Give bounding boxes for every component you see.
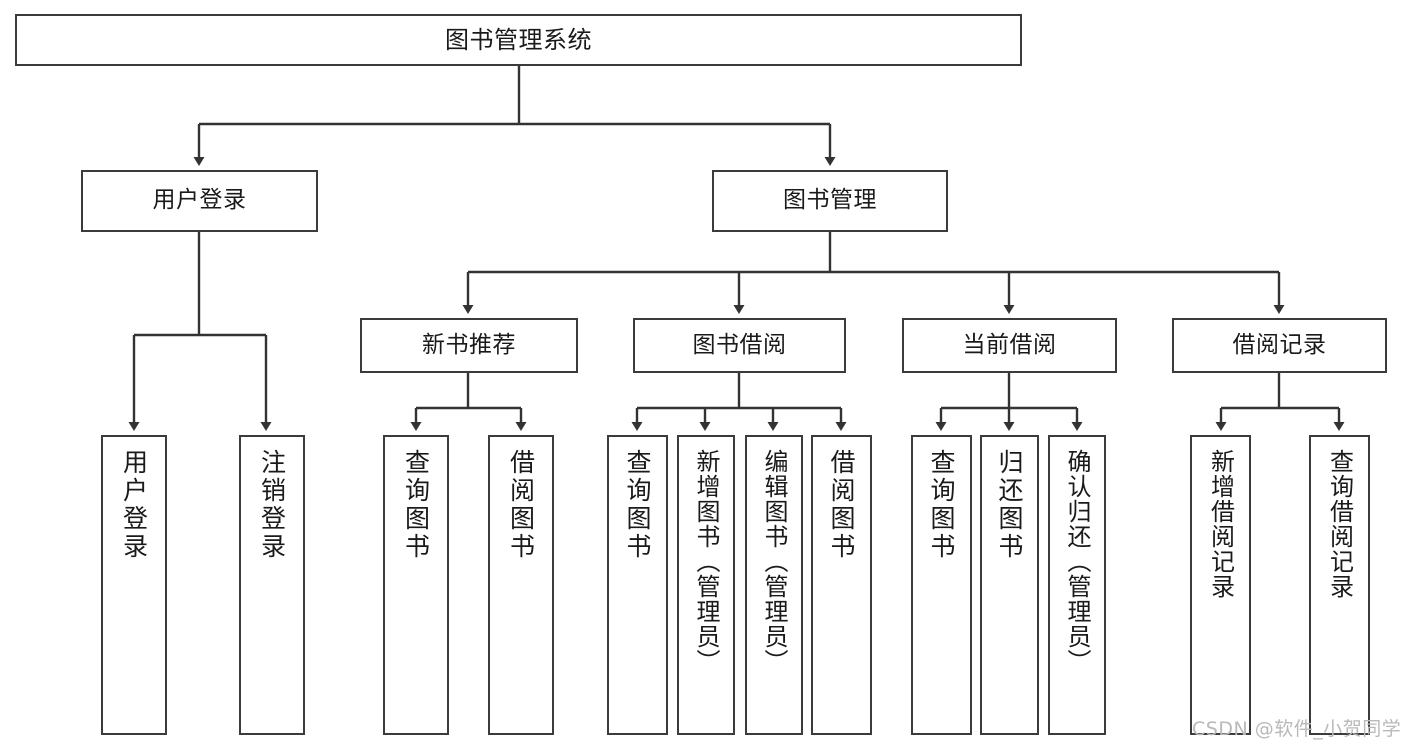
node-label: 借阅图书 bbox=[827, 449, 856, 561]
leaf-query-borrow-record[interactable]: 查询借阅记录 bbox=[1309, 435, 1370, 735]
leaf-return-book[interactable]: 归还图书 bbox=[980, 435, 1039, 735]
node-borrowing-records[interactable]: 借阅记录 bbox=[1172, 318, 1387, 373]
leaf-logout[interactable]: 注销登录 bbox=[239, 435, 305, 735]
node-label: 图书管理 bbox=[783, 187, 877, 214]
node-label: 当前借阅 bbox=[962, 331, 1057, 358]
node-label: 新增借阅记录 bbox=[1206, 449, 1235, 599]
leaf-query-book-current[interactable]: 查询图书 bbox=[911, 435, 972, 735]
leaf-add-book-admin[interactable]: 新增图书（管理员） bbox=[677, 435, 735, 735]
node-label: 借阅记录 bbox=[1232, 331, 1327, 358]
leaf-query-book-borrow[interactable]: 查询图书 bbox=[607, 435, 668, 735]
node-label: 图书借阅 bbox=[692, 331, 787, 358]
node-current-borrowing[interactable]: 当前借阅 bbox=[902, 318, 1117, 373]
leaf-confirm-return-admin[interactable]: 确认归还（管理员） bbox=[1048, 435, 1106, 735]
node-label: 新增图书（管理员） bbox=[692, 449, 720, 674]
leaf-user-login[interactable]: 用户登录 bbox=[101, 435, 167, 735]
csdn-watermark: CSDN @软件_小贺同学 bbox=[1192, 718, 1402, 740]
node-label: 用户登录 bbox=[152, 187, 247, 214]
node-label: 图书管理系统 bbox=[445, 25, 592, 54]
node-label: 查询图书 bbox=[401, 449, 431, 561]
node-user-login[interactable]: 用户登录 bbox=[81, 170, 318, 232]
node-label: 新书推荐 bbox=[422, 331, 516, 358]
leaf-borrow-book-new[interactable]: 借阅图书 bbox=[488, 435, 554, 735]
node-label: 查询图书 bbox=[623, 449, 652, 561]
node-book-management[interactable]: 图书管理 bbox=[712, 170, 948, 232]
node-label: 借阅图书 bbox=[506, 449, 536, 561]
node-label: 编辑图书（管理员） bbox=[760, 449, 788, 674]
leaf-borrow-book[interactable]: 借阅图书 bbox=[811, 435, 872, 735]
node-label: 注销登录 bbox=[257, 449, 287, 561]
node-label: 归还图书 bbox=[995, 449, 1024, 561]
node-label: 查询借阅记录 bbox=[1325, 449, 1354, 599]
node-book-borrowing[interactable]: 图书借阅 bbox=[633, 318, 846, 373]
leaf-edit-book-admin[interactable]: 编辑图书（管理员） bbox=[745, 435, 803, 735]
node-label: 确认归还（管理员） bbox=[1063, 449, 1091, 674]
leaf-query-book-new[interactable]: 查询图书 bbox=[383, 435, 449, 735]
leaf-add-borrow-record[interactable]: 新增借阅记录 bbox=[1190, 435, 1251, 735]
node-label: 查询图书 bbox=[927, 449, 956, 561]
node-root-book-management-system[interactable]: 图书管理系统 bbox=[15, 14, 1022, 66]
node-label: 用户登录 bbox=[119, 449, 149, 561]
node-new-book-recommendation[interactable]: 新书推荐 bbox=[360, 318, 578, 373]
